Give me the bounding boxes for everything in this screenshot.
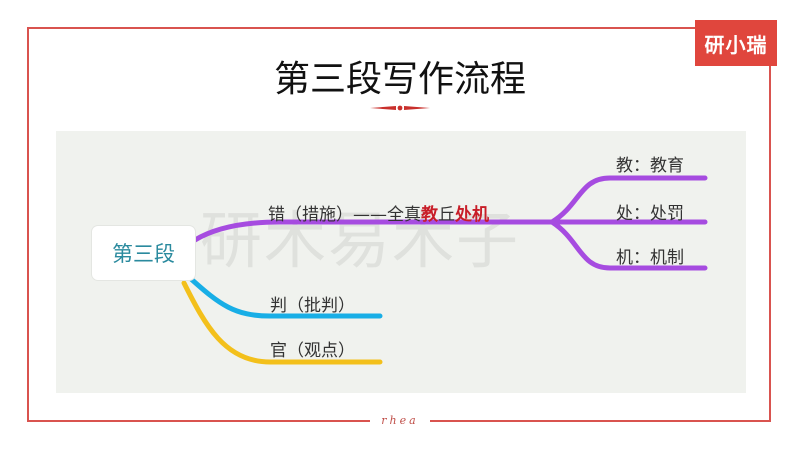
sub-branch-label-2: 处：处罚 xyxy=(616,204,684,224)
branch-sub-3-line xyxy=(549,219,708,271)
mindmap-root-node: 第三段 xyxy=(92,226,195,280)
branch-yellow-line xyxy=(181,280,383,365)
branch-blue-label: 判（批判） xyxy=(270,296,355,316)
sub-branch-label-1: 教：教育 xyxy=(616,156,684,176)
title-ornament xyxy=(370,105,430,111)
sub-branch-label-3: 机：机制 xyxy=(616,248,684,268)
brand-logo: 研小瑞 xyxy=(695,20,777,66)
branch-main-line xyxy=(192,219,571,243)
watermark: 研木易木子 xyxy=(200,204,521,277)
branch-main-label: 错（措施）——全真教丘处机 xyxy=(268,205,489,225)
branch-sub-1-line xyxy=(549,175,708,225)
footer-signature: rhea xyxy=(370,414,430,427)
branch-blue-line xyxy=(187,275,383,319)
branch-yellow-label: 官（观点） xyxy=(270,341,355,361)
slide-title: 第三段写作流程 xyxy=(273,59,526,100)
